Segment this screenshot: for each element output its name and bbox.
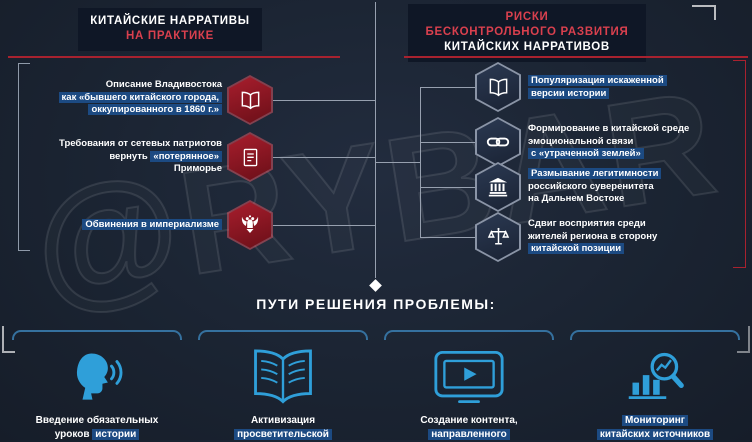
column-frame: [384, 330, 554, 340]
column-frame: [198, 330, 368, 340]
hexagon-badge: [227, 132, 273, 182]
open-book-icon: [241, 91, 259, 109]
right-panel-title-line1: РИСКИ: [505, 11, 549, 23]
solution-text: Создание контента,направленного: [420, 415, 518, 440]
left-panel-header: КИТАЙСКИЕ НАРРАТИВЫ НА ПРАКТИКЕ: [78, 8, 262, 51]
hexagon-badge: [475, 212, 521, 262]
right-header-underline: [404, 56, 748, 58]
left-item-text: Обвинения в империализме: [26, 219, 222, 232]
connector-middle: [375, 162, 420, 163]
connector-right-1: [421, 87, 475, 88]
column-frame: [570, 330, 740, 340]
crop-mark-left: [2, 326, 15, 353]
solution-column: Создание контента,направленного: [384, 330, 554, 440]
document-icon: [243, 148, 257, 166]
connector-right-2: [421, 142, 475, 143]
connector-left-3: [273, 225, 375, 226]
left-panel-bracket: [18, 63, 30, 251]
right-panel-header: РИСКИ БЕСКОНТРОЛЬНОГО РАЗВИТИЯ КИТАЙСКИХ…: [408, 4, 646, 62]
chart-magnifier-icon: [628, 352, 684, 400]
connector-left-1: [273, 100, 375, 101]
connector-left-2: [273, 157, 375, 158]
connector-right-3: [421, 187, 475, 188]
crop-mark-top-right: [692, 5, 716, 20]
connector-right-vertical: [420, 87, 421, 238]
left-panel-title-line2: НА ПРАКТИКЕ: [125, 30, 215, 42]
left-header-underline: [8, 56, 340, 58]
chain-link-icon: [486, 137, 510, 147]
column-frame: [12, 330, 182, 340]
speaking-head-icon: [76, 353, 123, 400]
hexagon-badge: [475, 162, 521, 212]
spine-diamond: [369, 279, 382, 292]
solutions-title: ПУТИ РЕШЕНИЯ ПРОБЛЕМЫ:: [256, 296, 496, 312]
right-panel-title-line2: БЕСКОНТРОЛЬНОГО РАЗВИТИЯ: [425, 26, 629, 38]
double-eagle-icon: [241, 215, 259, 233]
right-panel-bracket: [733, 60, 746, 268]
scales-icon: [487, 227, 509, 244]
hexagon-badge: [227, 200, 273, 250]
connector-right-4: [421, 237, 475, 238]
open-book-icon: [489, 78, 507, 96]
hexagon-badge: [227, 75, 273, 125]
hexagon-badge: [475, 62, 521, 112]
open-book-icon: [254, 349, 312, 404]
crop-mark-right: [737, 326, 750, 353]
right-panel-title-line3: КИТАЙСКИХ НАРРАТИВОВ: [444, 41, 610, 53]
government-building-icon: [488, 177, 508, 197]
center-spine-line: [375, 2, 376, 278]
left-panel-title-line1: КИТАЙСКИЕ НАРРАТИВЫ: [90, 15, 250, 27]
hexagon-badge: [475, 117, 521, 167]
video-player-icon: [434, 350, 504, 404]
